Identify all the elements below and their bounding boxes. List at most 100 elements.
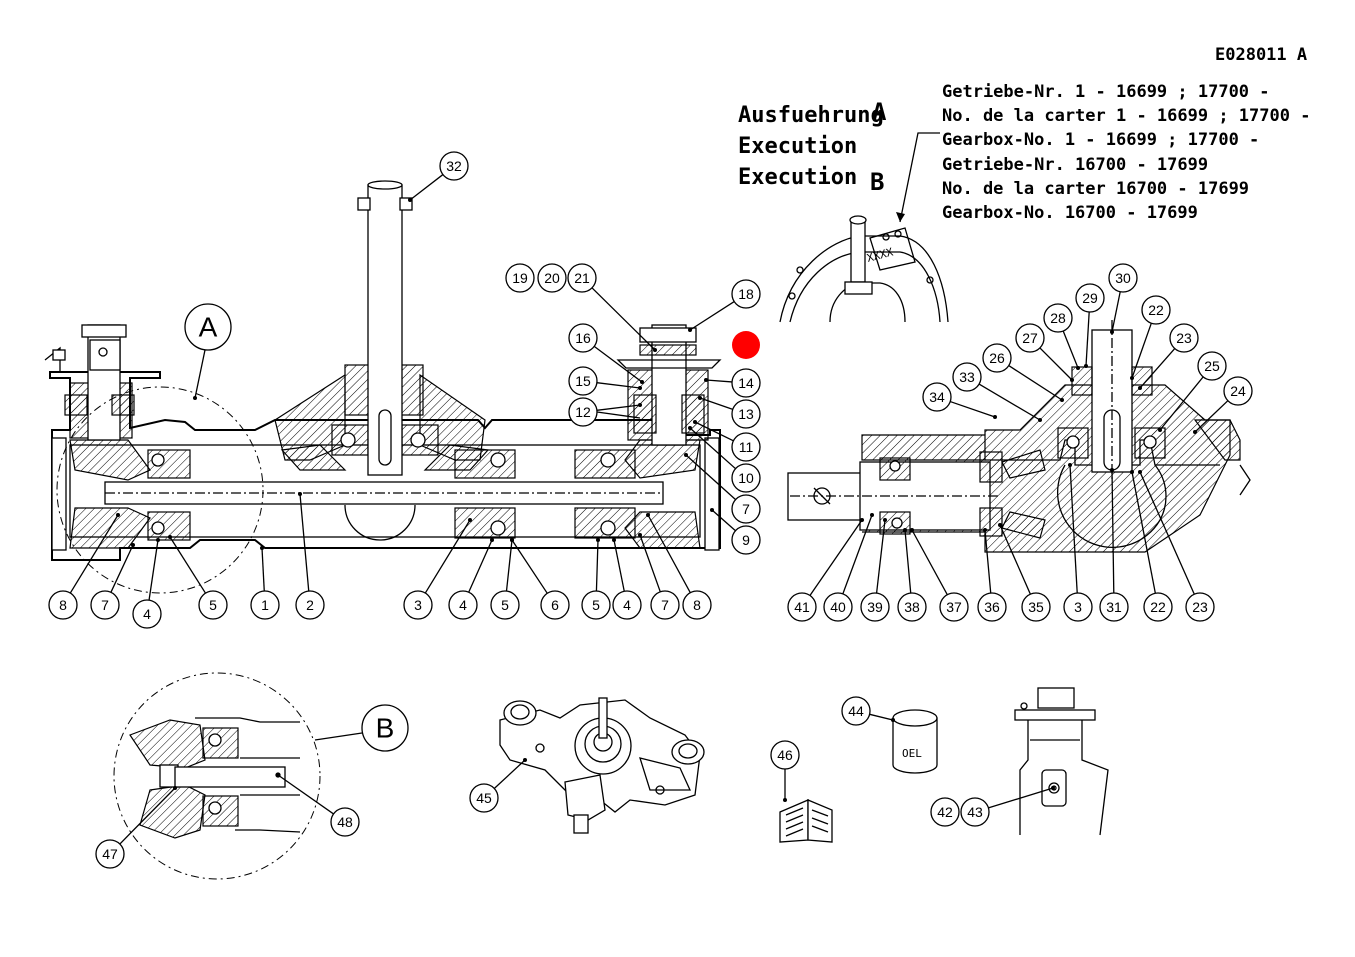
variant-b-line-3: Gearbox-No. 16700 - 17699 <box>942 203 1198 223</box>
leader-line <box>1139 348 1176 389</box>
callout-bubble-c27 <box>1015 323 1045 353</box>
callout-bubble-c22b <box>1143 592 1173 622</box>
callout-bubble-c39 <box>860 592 890 622</box>
callout-label-c25: 25 <box>1204 358 1220 374</box>
leader-line <box>842 514 873 595</box>
leader-dot <box>870 513 874 517</box>
callout-bubble-c7l <box>90 590 120 620</box>
callout-label-c19: 19 <box>512 270 528 286</box>
leader-dot <box>704 378 708 382</box>
leader-line <box>988 787 1054 809</box>
callout-label-c27: 27 <box>1022 330 1038 346</box>
leader-dot <box>684 453 688 457</box>
callout-label-c43: 43 <box>967 804 983 820</box>
callout-label-c18: 18 <box>738 286 754 302</box>
callout-bubble-c11 <box>731 432 761 462</box>
leader-line <box>1194 400 1229 433</box>
leader-dot <box>260 546 264 550</box>
heading-letter-a: A <box>872 98 887 126</box>
callout-label-c8r: 8 <box>693 597 701 613</box>
detail-a-bubble <box>184 303 232 351</box>
callout-label-c38: 38 <box>904 599 920 615</box>
callout-bubble-c18 <box>731 279 761 309</box>
callout-label-c29: 29 <box>1082 290 1098 306</box>
callout-label-c7l: 7 <box>101 597 109 613</box>
callout-bubble-c8l <box>48 590 78 620</box>
callout-bubble-c33 <box>952 362 982 392</box>
callout-label-c6: 6 <box>551 597 559 613</box>
variant-heading: Ausfuehrung A Execution Execution B <box>738 98 887 196</box>
leader-dot <box>1070 378 1074 382</box>
serial-number-detail: XXXX <box>779 215 949 323</box>
callout-label-c24: 24 <box>1230 383 1246 399</box>
leader-dot <box>1138 470 1142 474</box>
callout-bubble-c4m <box>448 590 478 620</box>
leader-line <box>1111 469 1115 594</box>
callout-label-c5r: 5 <box>592 597 600 613</box>
oil-can: OEL <box>892 709 938 774</box>
heading-letter-b: B <box>870 168 884 196</box>
callout-bubble-c4l <box>132 599 162 629</box>
callout-label-c36: 36 <box>984 599 1000 615</box>
leader-dot <box>653 348 657 352</box>
leader-line <box>689 301 735 331</box>
callout-label-c26: 26 <box>989 350 1005 366</box>
leader-dot <box>688 328 692 332</box>
leader-dot <box>173 786 177 790</box>
callout-label-c30: 30 <box>1115 270 1131 286</box>
callout-label-c13: 13 <box>738 406 754 422</box>
callout-label-c10: 10 <box>738 470 754 486</box>
heading-ausfuehrung: Ausfuehrung <box>738 103 884 128</box>
callout-label-c22t: 22 <box>1148 302 1164 318</box>
callout-bubble-c21 <box>567 263 597 293</box>
leader-dot <box>1110 330 1114 334</box>
leader-dot <box>612 538 616 542</box>
leader-dot <box>1130 376 1134 380</box>
leader-line <box>711 509 736 532</box>
leader-line <box>1131 322 1152 379</box>
leader-line <box>875 519 886 594</box>
callout-bubble-c35 <box>1021 592 1051 622</box>
leader-line <box>169 536 207 594</box>
assembly-render <box>499 697 705 834</box>
callout-bubble-c37 <box>939 592 969 622</box>
leader-dot <box>891 718 895 722</box>
leader-line <box>148 539 159 601</box>
leader-dot <box>523 758 527 762</box>
leader-line <box>1039 347 1073 381</box>
leader-dot <box>1158 428 1162 432</box>
leader-dot <box>998 523 1002 527</box>
variant-b-line-1: Getriebe-Nr. 16700 - 17699 <box>942 155 1208 175</box>
leader-dot <box>1068 463 1072 467</box>
callout-label-c41: 41 <box>794 599 810 615</box>
serial-mark: XXXX <box>865 245 894 265</box>
leader-line <box>1069 464 1078 594</box>
callout-bubble-c7rb <box>650 590 680 620</box>
callout-bubble-c23t <box>1169 323 1199 353</box>
callout-label-c2: 2 <box>306 597 314 613</box>
leader-dot <box>1084 364 1088 368</box>
callout-label-c28: 28 <box>1050 310 1066 326</box>
callout-bubble-c29 <box>1075 283 1105 313</box>
leader-line <box>277 774 334 815</box>
callout-label-c1: 1 <box>261 597 269 613</box>
callout-label-c39: 39 <box>867 599 883 615</box>
leader-dot <box>910 528 914 532</box>
leader-dot <box>1076 366 1080 370</box>
callout-label-c45: 45 <box>476 790 492 806</box>
callout-label-c12: 12 <box>575 404 591 420</box>
variant-a-line-2: No. de la carter 1 - 16699 ; 17700 - <box>942 106 1310 126</box>
leader-dot <box>783 798 787 802</box>
variant-a-line-1: Getriebe-Nr. 1 - 16699 ; 17700 - <box>942 82 1270 102</box>
callout-bubble-c5m <box>490 590 520 620</box>
callout-bubble-c9 <box>731 525 761 555</box>
callout-bubble-c43 <box>960 797 990 827</box>
callout-bubble-c20 <box>537 263 567 293</box>
leader-dot <box>640 380 644 384</box>
callout-bubble-c36 <box>977 592 1007 622</box>
callout-label-c5m: 5 <box>501 597 509 613</box>
callout-bubble-c3r <box>1063 592 1093 622</box>
callout-bubble-c22t <box>1141 295 1171 325</box>
callout-label-c23t: 23 <box>1176 330 1192 346</box>
leader-line <box>1131 471 1156 594</box>
